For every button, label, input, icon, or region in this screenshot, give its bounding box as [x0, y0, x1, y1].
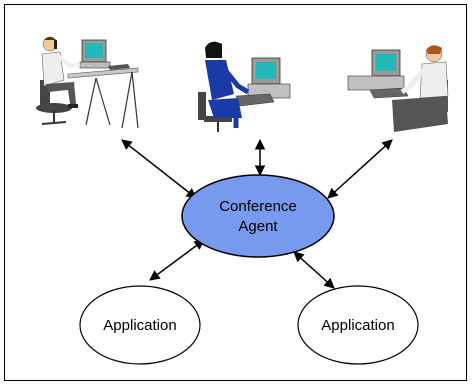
arrow-agent-app-left: [149, 239, 205, 281]
conference-agent-ellipse: [181, 174, 335, 258]
application-left-ellipse: [79, 285, 201, 365]
user-workstation-icon-right: [347, 45, 449, 132]
user-workstation-icon-left: [36, 36, 139, 129]
arrow-user1-agent: [121, 139, 197, 199]
conference-agent-node: Conference Agent: [181, 174, 335, 258]
application-right-ellipse: [297, 285, 419, 365]
application-node-right: Application: [297, 285, 419, 365]
conference-agent-label-line1: Conference: [219, 198, 297, 215]
conference-agent-label-line2: Agent: [238, 218, 278, 235]
connectors: [121, 138, 393, 289]
arrow-agent-app-right: [293, 251, 335, 289]
arrow-user3-agent: [327, 139, 393, 199]
application-node-left: Application: [79, 285, 201, 365]
application-right-label: Application: [321, 317, 394, 334]
application-left-label: Application: [103, 317, 176, 334]
user-workstation-icon-center: [198, 41, 291, 132]
